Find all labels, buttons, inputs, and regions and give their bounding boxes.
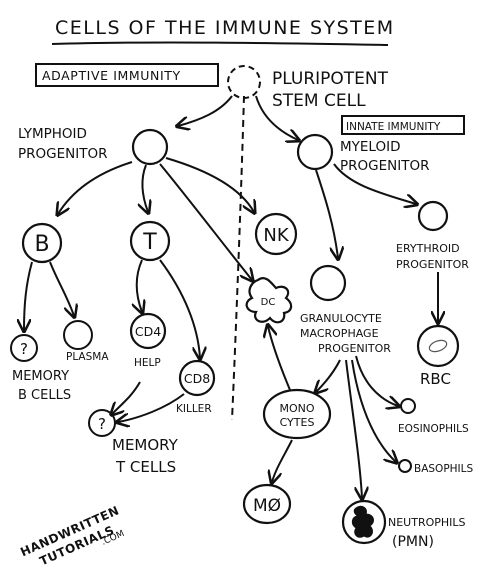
lineage-arrows	[24, 95, 438, 498]
memory-t-label: T CELLS	[115, 458, 176, 476]
gmp-label: PROGENITOR	[318, 342, 391, 355]
cd8-label: CD8	[184, 371, 210, 386]
basophils-label: BASOPHILS	[414, 463, 473, 475]
eosinophils-label: EOSINOPHILS	[398, 423, 469, 435]
title-underline	[51, 41, 389, 46]
innate-immunity-box	[341, 115, 465, 135]
lymphoid-progenitor-label: LYMPHOID	[18, 126, 87, 142]
t-cell	[129, 220, 171, 262]
arrow-t-to-cd8	[159, 259, 200, 358]
memory-t-label: MEMORY	[112, 436, 179, 454]
arrow-myeloid-to-gmp	[315, 169, 338, 258]
dendritic-cell-label: DC	[261, 297, 276, 308]
arrow-b-to-memory-b	[24, 261, 33, 330]
erythroid-progenitor-label: PROGENITOR	[396, 258, 469, 271]
arrow-gmp-to-basophil	[351, 359, 396, 462]
neutrophil-nucleus	[351, 505, 374, 538]
arrow-monocytes-to-dc	[268, 326, 291, 391]
arrow-stem-to-lymphoid	[178, 95, 233, 126]
macrophage	[242, 483, 292, 525]
b-cell-label: B	[34, 232, 49, 257]
stem-cell-label: PLURIPOTENT	[272, 69, 389, 89]
plasma-label: PLASMA	[66, 351, 109, 363]
arrow-lymphoid-to-b	[58, 161, 133, 214]
arrow-lymphoid-to-t	[142, 164, 148, 212]
arrow-gmp-to-eosinophil	[355, 355, 398, 406]
handwritten-tutorials-logo: HANDWRITTEN TUTORIALS .COM	[18, 503, 126, 568]
arrow-gmp-to-monocytes	[316, 359, 341, 392]
memory-b-label: B CELLS	[18, 388, 71, 403]
memory-b-cell	[10, 334, 38, 362]
arrow-myeloid-to-erythroid	[333, 163, 416, 204]
adaptive-immunity-label: ADAPTIVE IMMUNITY	[42, 68, 181, 83]
arrow-gmp-to-neutrophil	[345, 359, 362, 498]
gmp-label: GRANULOCYTE	[300, 312, 382, 325]
nk-cell	[254, 212, 298, 256]
myeloid-progenitor	[296, 133, 334, 171]
gmp-label: MACROPHAGE	[300, 327, 379, 340]
arrow-cd4-to-memory-t	[112, 381, 141, 414]
erythroid-progenitor	[417, 200, 449, 232]
t-cell-label: T	[142, 230, 157, 255]
arrow-b-to-plasma	[49, 261, 74, 316]
basophil	[398, 459, 412, 473]
granulocyte-macrophage-progenitor	[309, 264, 347, 302]
red-blood-cell	[416, 324, 460, 368]
monocytes	[262, 388, 332, 440]
helper-label: HELP	[134, 357, 161, 369]
stem-cell-label: STEM CELL	[272, 91, 366, 111]
eosinophil	[400, 398, 416, 414]
nk-cell-label: NK	[263, 225, 289, 246]
killer-label: KILLER	[176, 403, 212, 415]
neutrophils-label: NEUTROPHILS	[388, 516, 466, 529]
arrow-lymphoid-to-dc	[159, 163, 252, 280]
memory-b-cell-symbol: ?	[20, 340, 28, 358]
monocytes-label: CYTES	[280, 416, 315, 429]
lymphoid-progenitor	[131, 128, 169, 166]
red-blood-cell-center	[428, 339, 448, 353]
neutrophils-label: (PMN)	[392, 534, 434, 550]
memory-b-label: MEMORY	[12, 369, 69, 384]
b-cell	[21, 222, 63, 264]
arrow-cd8-to-memory-t	[118, 393, 185, 422]
adaptive-innate-divider	[231, 95, 245, 421]
dendritic-cell	[245, 277, 293, 324]
lymphoid-progenitor-label: PROGENITOR	[18, 146, 107, 162]
adaptive-immunity-box	[35, 63, 219, 87]
rbc-label: RBC	[420, 370, 451, 388]
erythroid-progenitor-label: ERYTHROID	[396, 242, 460, 255]
macrophage-label: MØ	[253, 496, 281, 516]
myeloid-progenitor-label: MYELOID	[340, 139, 400, 155]
arrow-t-to-cd4	[137, 259, 142, 312]
pluripotent-stem-cell	[227, 65, 261, 99]
innate-immunity-label: INNATE IMMUNITY	[346, 121, 441, 133]
arrow-monocytes-to-macrophage	[272, 439, 293, 482]
plasma-cell	[63, 320, 93, 350]
arrow-stem-to-myeloid	[255, 95, 298, 140]
memory-t-cell-symbol: ?	[98, 415, 106, 433]
cd4-helper-t-cell	[129, 312, 167, 350]
monocytes-label: MONO	[279, 402, 314, 415]
cd4-label: CD4	[135, 324, 161, 339]
diagram-title: CELLS OF THE IMMUNE SYSTEM	[55, 17, 395, 39]
arrow-lymphoid-to-nk	[165, 157, 254, 212]
myeloid-progenitor-label: PROGENITOR	[340, 158, 429, 174]
